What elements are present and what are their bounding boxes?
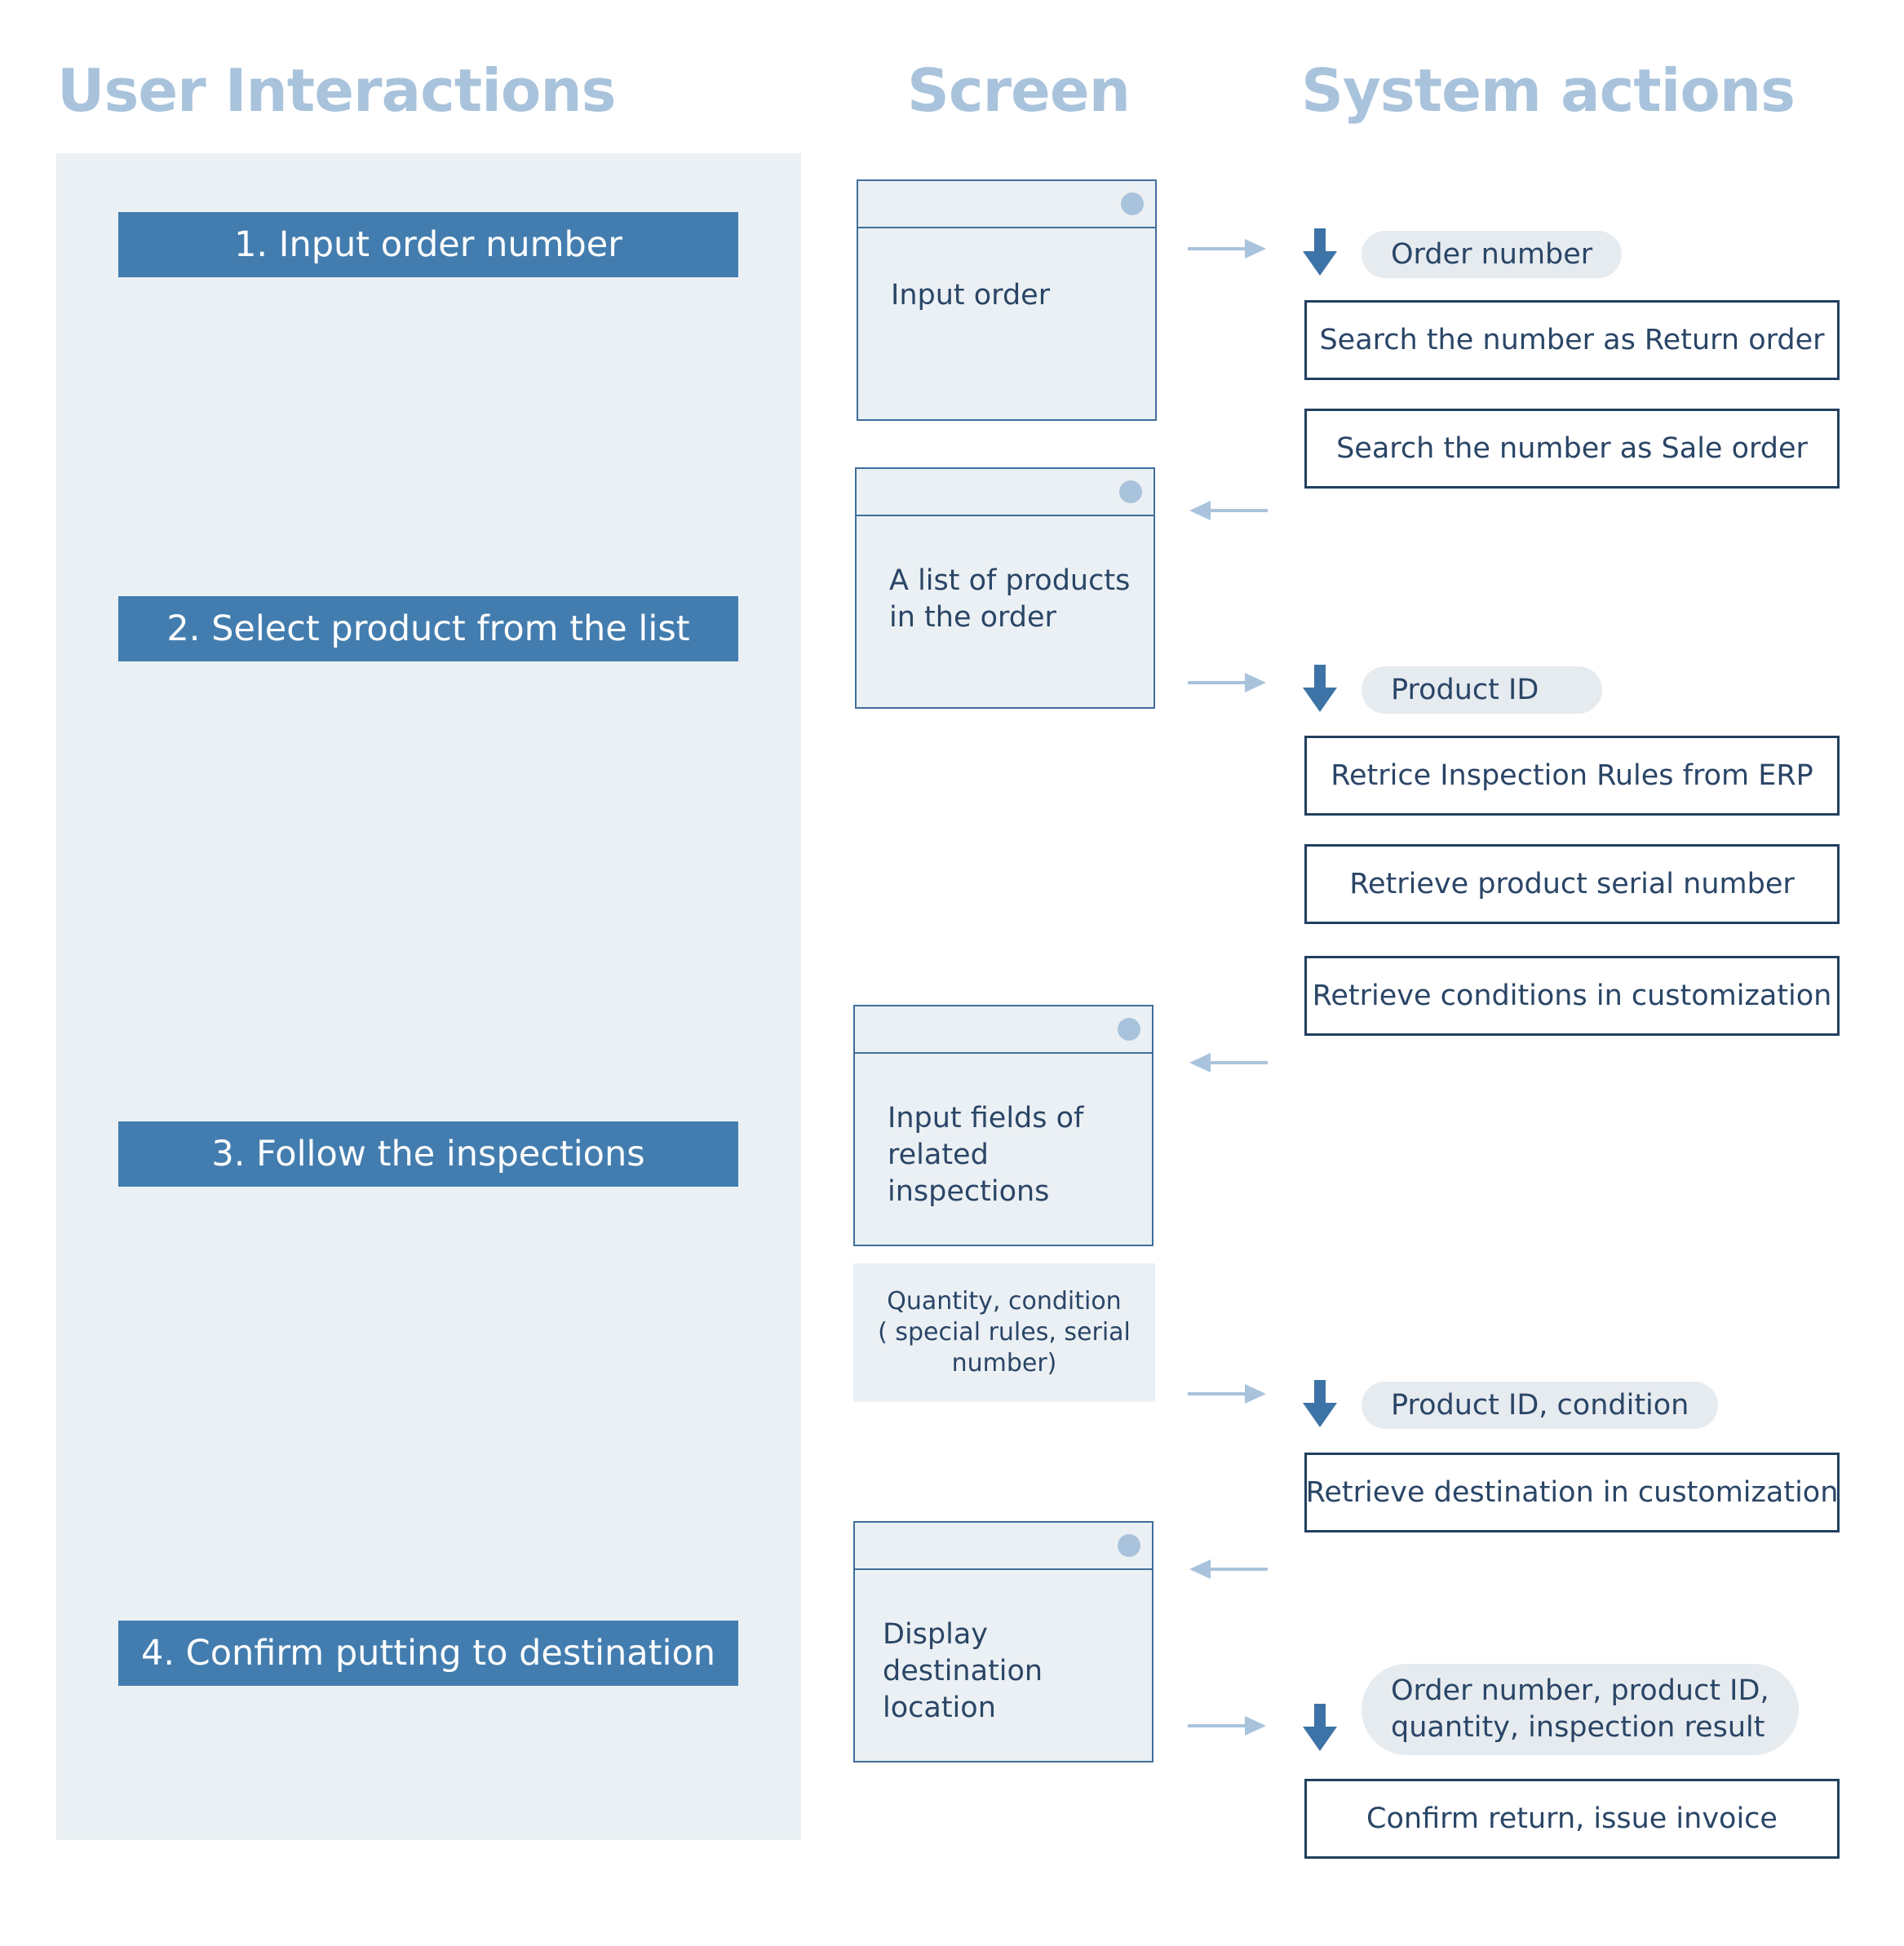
arrow-down-icon [1303,228,1337,276]
screen-label: A list of products in the order [889,564,1131,634]
step-1-input-order-number: 1. Input order number [118,212,738,277]
arrow-right-icon [1188,237,1266,260]
arrow-down-icon [1303,1704,1337,1751]
screen-product-list: A list of products in the order [855,467,1155,709]
action-search-return-order: Search the number as Return order [1304,300,1840,380]
user-interactions-panel [56,153,801,1840]
screen-titlebar [855,1523,1152,1570]
arrow-right-icon [1188,671,1266,694]
arrow-left-icon [1189,499,1268,522]
window-dot-icon [1118,1018,1140,1041]
arrow-right-icon [1188,1382,1266,1405]
screen-heading: Screen [907,56,1131,125]
data-pill-order-number: Order number [1362,231,1623,278]
screen-input-order: Input order [857,179,1157,421]
screen-destination: Display destination location [853,1521,1153,1762]
action-retrieve-destination: Retrieve destination in customization [1304,1453,1840,1532]
screen-titlebar [855,1006,1152,1054]
system-actions-heading: System actions [1301,56,1796,125]
screen-titlebar [858,181,1155,228]
window-dot-icon [1119,480,1142,503]
action-search-sale-order: Search the number as Sale order [1304,409,1840,489]
screen-inspection-fields: Input fields of related inspections [853,1005,1153,1246]
action-retrieve-serial-number: Retrieve product serial number [1304,844,1840,924]
user-interactions-heading: User Interactions [57,56,616,125]
window-dot-icon [1118,1534,1140,1557]
action-confirm-return: Confirm return, issue invoice [1304,1779,1840,1859]
screen-titlebar [857,469,1153,516]
step-4-confirm-destination: 4. Confirm putting to destination [118,1621,738,1686]
data-pill-product-id-condition: Product ID, condition [1362,1382,1719,1429]
arrow-down-icon [1303,665,1337,712]
arrow-left-icon [1189,1558,1268,1581]
screen-label: Input order [891,279,1051,312]
action-retrieve-inspection-rules: Retrice Inspection Rules from ERP [1304,736,1840,816]
step-2-select-product: 2. Select product from the list [118,596,738,661]
action-retrieve-conditions: Retrieve conditions in customization [1304,956,1840,1036]
arrow-down-icon [1303,1380,1337,1427]
arrow-right-icon [1188,1714,1266,1737]
inspection-fields-note: Quantity, condition ( special rules, ser… [853,1263,1155,1402]
step-3-follow-inspections: 3. Follow the inspections [118,1121,738,1187]
window-dot-icon [1121,192,1144,215]
screen-label: Display destination location [883,1618,1043,1724]
arrow-left-icon [1189,1051,1268,1074]
data-pill-product-id: Product ID [1362,666,1602,714]
data-pill-order-summary: Order number, product ID, quantity, insp… [1362,1664,1799,1755]
screen-label: Input fields of related inspections [888,1102,1084,1208]
